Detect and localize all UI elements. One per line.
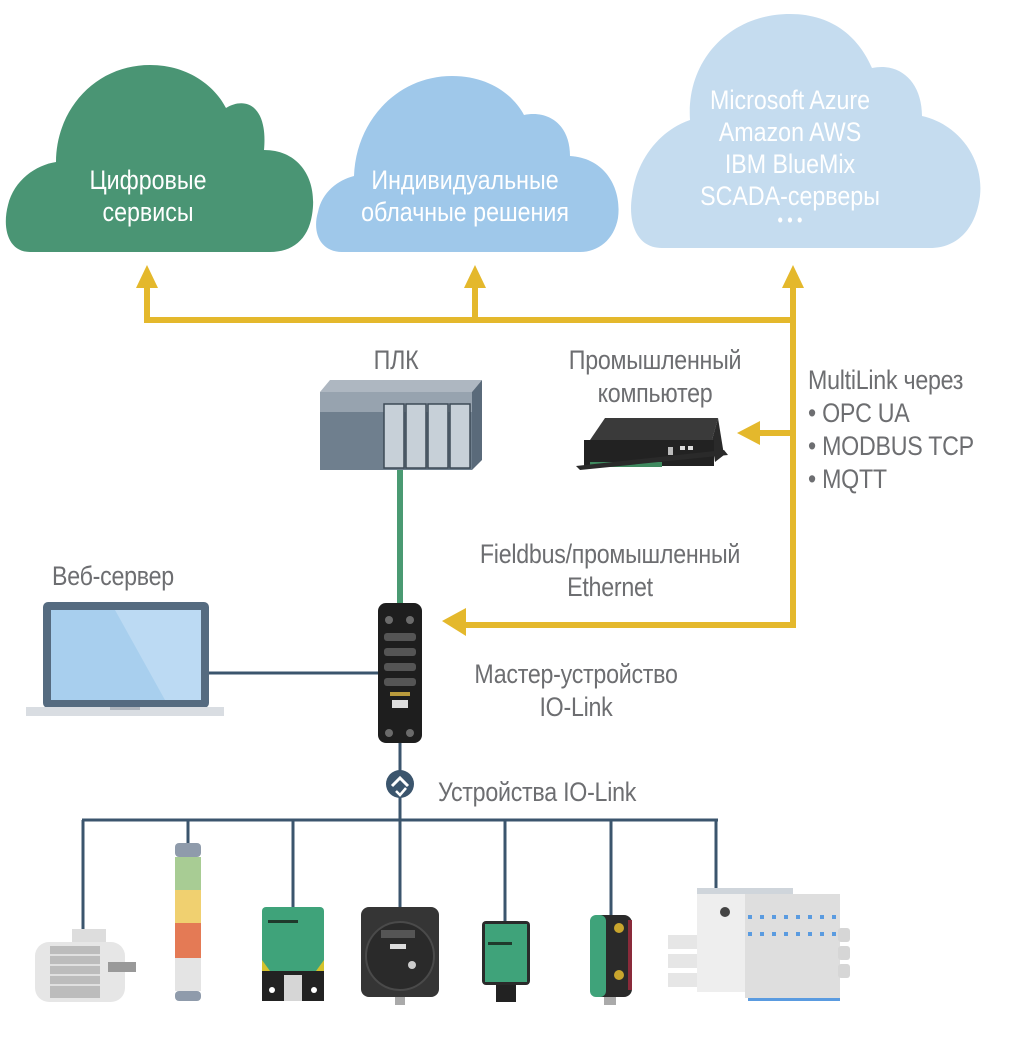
cloud-label-ellipsis: • • • — [777, 210, 803, 230]
cloud-public-platforms-label: Microsoft Azure Amazon AWS IBM BlueMix S… — [687, 84, 893, 230]
industrial-pc-device — [576, 418, 728, 470]
arrow-up-icon — [464, 265, 486, 288]
cloud-label-line: Цифровые — [89, 165, 207, 195]
fieldbus-label: Fieldbus/промышленный Ethernet — [464, 538, 756, 604]
device-rotary-encoder — [361, 907, 439, 1005]
plc-label: ПЛК — [373, 345, 419, 375]
label-line: Ethernet — [567, 572, 653, 602]
cloud-label-line: облачные решения — [361, 197, 569, 227]
cloud-label-line: IBM BlueMix — [724, 149, 856, 179]
multilink-title: MultiLink через — [808, 365, 964, 395]
cloud-digital-services-label: Цифровые сервисы — [62, 164, 234, 228]
protocol-item: • MQTT — [808, 464, 887, 494]
cloud-individual-solutions — [316, 76, 619, 252]
device-valve-terminal — [668, 888, 850, 1001]
label-line: компьютер — [597, 378, 713, 408]
protocol-item: • MODBUS TCP — [808, 431, 974, 461]
cloud-label-line: SCADA-серверы — [700, 181, 880, 211]
device-photoelectric-sensor — [590, 915, 632, 1005]
laptop-web-server — [26, 602, 224, 716]
iolink-device-bus — [81, 743, 718, 930]
device-inductive-sensor — [262, 907, 324, 1001]
cloud-public-platforms — [631, 14, 981, 248]
label-line: Промышленный — [568, 345, 742, 375]
multilink-protocols-label: MultiLink через • OPC UA • MODBUS TCP • … — [808, 364, 974, 496]
arrow-left-icon — [442, 608, 466, 636]
protocol-item: • OPC UA — [808, 398, 910, 428]
cloud-individual-solutions-label: Индивидуальные облачные решения — [358, 164, 573, 228]
cloud-digital-services — [5, 65, 314, 252]
arrow-up-icon — [782, 265, 804, 288]
device-compact-sensor — [482, 921, 530, 1002]
cloud-label-line: сервисы — [102, 197, 194, 227]
label-line: Fieldbus/промышленный — [479, 539, 741, 569]
cloud-label-line: Microsoft Azure — [709, 85, 871, 115]
arrow-left-icon — [737, 421, 760, 445]
iolink-master-label: Мастер-устройство IO-Link — [456, 658, 697, 724]
iolink-logo-icon — [386, 770, 414, 798]
web-server-label: Веб-сервер — [52, 561, 174, 591]
label-line: IO-Link — [539, 692, 613, 722]
industrial-pc-label: Промышленный компьютер — [548, 344, 763, 410]
plc-device — [320, 380, 482, 470]
device-signal-tower — [175, 843, 201, 1001]
iolink-devices-label: Устройства IO-Link — [438, 777, 637, 807]
iolink-master-device — [378, 603, 422, 743]
cloud-uplink-bus — [144, 285, 796, 628]
label-line: Мастер-устройство — [474, 659, 678, 689]
arrow-up-icon — [136, 265, 158, 288]
cloud-label-line: Amazon AWS — [718, 117, 862, 147]
cloud-label-line: Индивидуальные — [371, 165, 559, 195]
device-motor — [35, 929, 136, 1002]
